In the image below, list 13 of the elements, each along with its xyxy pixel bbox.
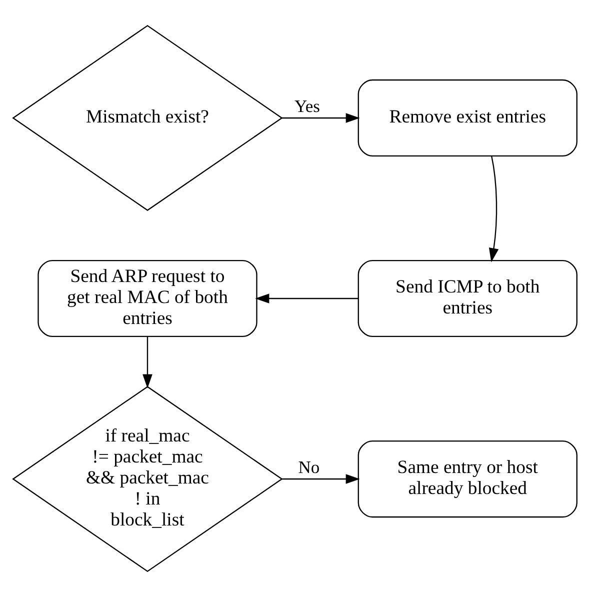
arrow xyxy=(142,336,152,388)
edge-label: Yes xyxy=(294,96,320,116)
node-box: Remove exist entries xyxy=(358,78,578,156)
node-diamond: Mismatch exist? xyxy=(12,24,283,210)
node-diamond: if real_mac != packet_mac && packet_mac ! in block_list xyxy=(12,386,283,572)
arrow xyxy=(488,155,499,262)
arrow xyxy=(282,474,360,484)
node-box: Same entry or host already blocked xyxy=(358,440,578,518)
arrow xyxy=(255,293,358,303)
node-box: Send ARP request to get real MAC of both entries xyxy=(38,259,258,337)
edge-label: No xyxy=(298,456,320,477)
arrow xyxy=(282,112,360,122)
node-box: Send ICMP to both entries xyxy=(358,259,578,337)
